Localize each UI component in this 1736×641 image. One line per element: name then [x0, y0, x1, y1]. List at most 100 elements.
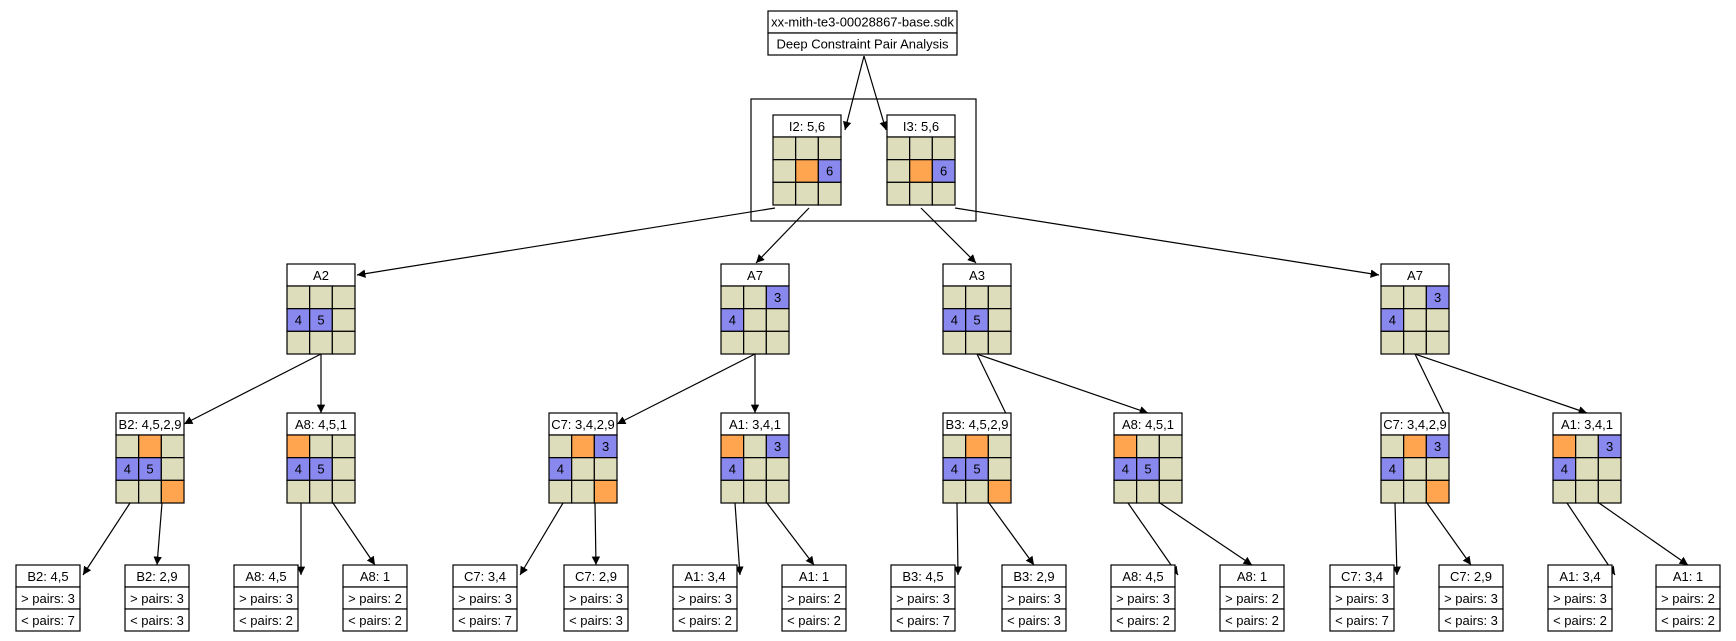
edge-arrow	[843, 55, 865, 131]
grid-cell	[1425, 479, 1450, 504]
level3-grid-node: A1: 3,4,134	[720, 412, 790, 504]
grid-cell	[331, 457, 356, 481]
edge-arrow	[1159, 502, 1253, 566]
leaf-lt-label: < pairs: 2	[1116, 613, 1170, 628]
grid-cell-digit: 4	[124, 462, 131, 477]
leaf-title-label: B2: 4,5	[27, 569, 68, 584]
grid-cell	[817, 181, 842, 206]
leaf-row-box	[890, 608, 956, 632]
grid-cell-digit: 4	[729, 462, 736, 477]
node-label: A1: 3,4,1	[1561, 417, 1613, 432]
grid-cell	[1425, 330, 1450, 355]
leaf-row-box	[15, 608, 81, 632]
grid-cell	[331, 434, 356, 459]
grid-cell	[286, 285, 311, 310]
grid-cell	[942, 434, 967, 459]
edge-arrow	[954, 207, 1380, 278]
grid-cell	[1425, 308, 1450, 332]
leaf-node: A8: 1> pairs: 2< pairs: 2	[342, 564, 408, 632]
grid-cell	[965, 479, 989, 504]
grid-cell	[765, 457, 790, 481]
leaf-gt-label: > pairs: 2	[348, 591, 402, 606]
leaf-title-label: C7: 2,9	[575, 569, 617, 584]
grid-cell-digit: 4	[729, 313, 736, 328]
leaf-gt-label: > pairs: 3	[239, 591, 293, 606]
leaf-title-label: A8: 4,5	[245, 569, 286, 584]
grid-cell	[765, 330, 790, 355]
node-label: I2: 5,6	[789, 119, 825, 134]
grid-cell	[1403, 479, 1427, 504]
grid-cell	[548, 479, 573, 504]
grid-cell-digit: 4	[951, 462, 958, 477]
grid-cell	[942, 330, 967, 355]
grid-cell-digit: 3	[1434, 290, 1441, 305]
edge-arrow	[82, 502, 131, 576]
leaf-gt-label: > pairs: 3	[1007, 591, 1061, 606]
grid-cell-digit: 4	[1389, 313, 1396, 328]
leaf-title-label: A8: 4,5	[1122, 569, 1163, 584]
leaf-gt-label: > pairs: 2	[1225, 591, 1279, 606]
edges-layer	[82, 55, 1689, 576]
grid-cell	[1403, 308, 1427, 332]
leaf-title-label: A8: 1	[1237, 569, 1267, 584]
leaf-node: C7: 3,4> pairs: 3< pairs: 7	[452, 564, 518, 632]
edge-arrow	[356, 207, 776, 278]
grid-cell	[1380, 479, 1405, 504]
leaf-node: A8: 1> pairs: 2< pairs: 2	[1219, 564, 1285, 632]
leaf-lt-label: < pairs: 2	[1553, 613, 1607, 628]
grid-cell	[331, 330, 356, 355]
grid-cell	[795, 136, 819, 161]
leaf-title-label: A1: 3,4	[1559, 569, 1600, 584]
grid-cell-digit: 5	[973, 313, 980, 328]
leaf-gt-label: > pairs: 2	[1661, 591, 1715, 606]
leaf-lt-label: < pairs: 3	[1007, 613, 1061, 628]
edge-arrow	[1414, 353, 1588, 415]
leaf-node: A8: 4,5> pairs: 3< pairs: 2	[1110, 564, 1176, 632]
leaf-row-box	[452, 608, 518, 632]
leaf-lt-label: < pairs: 7	[1335, 613, 1389, 628]
leaf-node: C7: 3,4> pairs: 3< pairs: 7	[1329, 564, 1395, 632]
grid-cell	[1380, 285, 1405, 310]
grid-cell	[593, 457, 618, 481]
edge-arrow	[734, 502, 744, 576]
leaf-node: B3: 2,9> pairs: 3< pairs: 3	[1001, 564, 1067, 632]
leaf-title-label: A1: 1	[799, 569, 829, 584]
grid-cell	[765, 308, 790, 332]
leaf-title-label: C7: 2,9	[1450, 569, 1492, 584]
leaf-title-label: C7: 3,4	[1341, 569, 1383, 584]
grid-cell	[720, 285, 745, 310]
edge-arrow	[616, 353, 756, 425]
edge-arrow	[976, 353, 1149, 415]
grid-cell-digit: 3	[774, 439, 781, 454]
leaf-gt-label: > pairs: 3	[458, 591, 512, 606]
edge-arrow	[1414, 353, 1450, 425]
grid-cell	[115, 434, 140, 459]
leaf-node: C7: 2,9> pairs: 3< pairs: 3	[1438, 564, 1504, 632]
edge-arrow	[1127, 502, 1179, 576]
leaf-node: B2: 2,9> pairs: 3< pairs: 3	[124, 564, 190, 632]
grid-cell	[743, 308, 767, 332]
grid-cell-digit: 4	[557, 462, 564, 477]
leaf-lt-label: < pairs: 2	[787, 613, 841, 628]
edge-arrow	[766, 502, 815, 566]
grid-cell-digit: 4	[1389, 462, 1396, 477]
grid-cell	[1158, 434, 1183, 459]
edge-arrow	[591, 503, 601, 566]
leaf-gt-label: > pairs: 2	[787, 591, 841, 606]
grid-cell	[987, 308, 1012, 332]
grid-cell	[743, 479, 767, 504]
grid-cell	[571, 434, 595, 459]
leaf-gt-label: > pairs: 3	[678, 591, 732, 606]
grid-cell	[309, 479, 333, 504]
grid-cell	[817, 136, 842, 161]
initial-grid-node: I2: 5,66	[772, 114, 842, 206]
grid-cell	[571, 479, 595, 504]
grid-cell	[942, 285, 967, 310]
grid-cell	[743, 285, 767, 310]
level3-grid-node: A1: 3,4,134	[1552, 412, 1622, 504]
initial-grid-node: I3: 5,66	[886, 114, 956, 206]
